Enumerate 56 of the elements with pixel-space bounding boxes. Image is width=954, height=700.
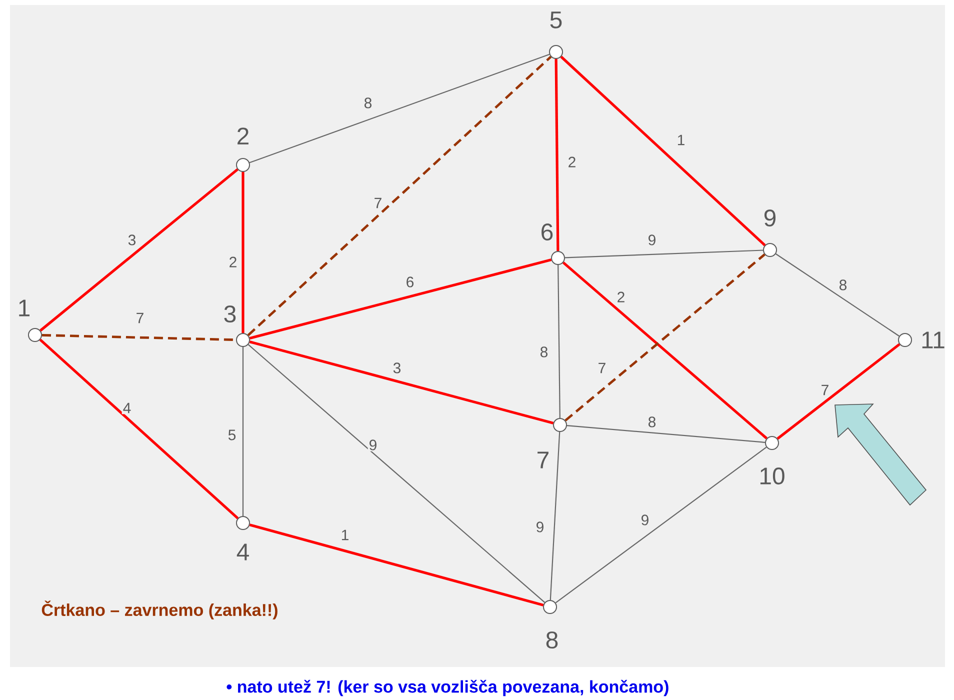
- vertex-number: 7: [538, 452, 548, 468]
- edge-weight: 6: [406, 276, 414, 288]
- edge-weight: 5: [228, 430, 236, 440]
- graph-edge: [776, 253, 900, 337]
- vertex-number: 5: [550, 12, 562, 28]
- graph-edge: [776, 343, 900, 440]
- vertex-number: 9: [764, 210, 776, 226]
- vertex-number: 2: [238, 128, 248, 144]
- graph-edge: [242, 347, 244, 516]
- vertex-number: 4: [236, 544, 249, 560]
- graph-edge: [564, 250, 764, 258]
- vertex-number: 10: [760, 468, 784, 484]
- edge-weight: 4: [123, 402, 131, 414]
- edge-weight: 2: [230, 256, 236, 268]
- graph-edge: [247, 56, 552, 336]
- graph-edge: [248, 344, 546, 603]
- graph-edge: [249, 524, 544, 606]
- edge-weight: 8: [364, 98, 372, 108]
- graph-edge: [249, 54, 550, 164]
- edge-weight: 7: [598, 362, 606, 374]
- note-text: • nato utež 7! (ker so vsa vozlišča povezana, končamo): [226, 680, 668, 696]
- graph-edge: [554, 58, 560, 251]
- edge-weight: 9: [536, 522, 544, 532]
- vertex-number: 1: [19, 300, 30, 316]
- edge-weight: 9: [370, 440, 376, 450]
- edge-weight: 2: [568, 156, 576, 168]
- graph-edge: [39, 338, 239, 520]
- graph-edge: [562, 262, 768, 440]
- graph-edge: [555, 446, 767, 604]
- vertex-number: 3: [224, 306, 236, 322]
- edge-weight: 8: [840, 280, 847, 290]
- edge-weight: 7: [822, 384, 828, 396]
- note-text: Črtkano – zavrnemo (zanka!!): [42, 600, 278, 620]
- edge-weight: 1: [342, 530, 348, 540]
- graph-edge: [40, 168, 238, 332]
- graph-edge: [242, 172, 244, 333]
- edge-weight: 7: [136, 312, 144, 324]
- edge-weight: 8: [648, 416, 656, 428]
- vertex-number: 11: [922, 332, 944, 348]
- graph-edge: [564, 254, 766, 422]
- edge-weight: 3: [393, 362, 401, 374]
- edge-weight: 3: [128, 234, 136, 246]
- edge-weight: 9: [642, 514, 648, 526]
- graph-edge: [566, 425, 766, 443]
- graph-edge: [550, 432, 560, 600]
- vertex-number: 8: [546, 632, 558, 648]
- graph-edge: [558, 264, 560, 418]
- graph-edge: [249, 258, 552, 340]
- edge-weight: 2: [618, 292, 624, 302]
- vertex-number: 6: [542, 224, 553, 240]
- edge-weight: 7: [374, 198, 382, 208]
- edge-weight: 9: [648, 234, 656, 246]
- graph-edge: [249, 340, 554, 424]
- edge-weight: 1: [678, 134, 684, 146]
- edge-weight: 8: [540, 346, 548, 358]
- graph-edge: [560, 56, 766, 246]
